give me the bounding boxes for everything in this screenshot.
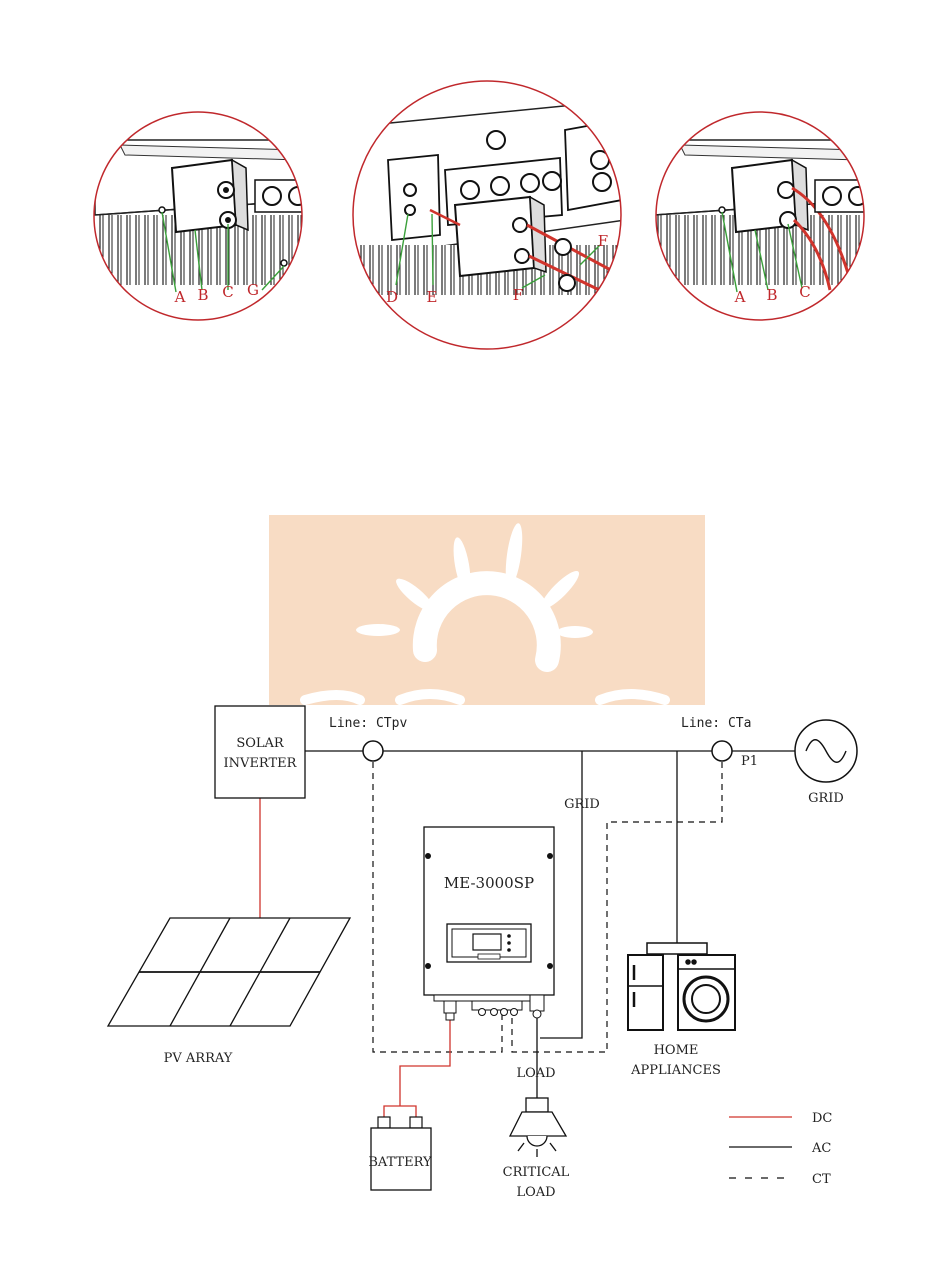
grid-label: GRID [808, 791, 844, 806]
solar-inverter-label-1: SOLAR [236, 736, 285, 751]
battery-label: BATTERY [368, 1155, 432, 1170]
battery-dc-line [400, 1020, 450, 1106]
legend-dc-label: DC [812, 1111, 832, 1126]
critical-load-label-2: LOAD [516, 1185, 555, 1200]
detail-circle-left: A B C G [90, 110, 315, 330]
critical-load-label-1: CRITICAL [503, 1165, 570, 1180]
line-cta-label: Line: CTa [681, 716, 751, 731]
legend-ac-label: AC [811, 1141, 831, 1156]
legend-ct-label: CT [812, 1172, 831, 1187]
detail-circle-middle: D E F F [345, 80, 625, 355]
battery-icon [371, 1117, 431, 1190]
callout-b-right: B [766, 286, 777, 304]
callout-f-right: F [598, 232, 608, 250]
callout-c: C [222, 283, 233, 301]
home-appliances-label-1: HOME [654, 1043, 699, 1058]
callout-c-right: C [799, 283, 810, 301]
hybrid-inverter: ME-3000SP [424, 827, 554, 1020]
solar-inverter-label-2: INVERTER [224, 756, 298, 771]
callout-a: A [174, 288, 186, 306]
detail-circle-right: A B C [650, 110, 875, 330]
ct-pv-sensor [363, 741, 383, 761]
callout-b: B [197, 286, 208, 304]
grid-line-label: GRID [564, 797, 600, 812]
pv-array-label: PV ARRAY [164, 1051, 233, 1066]
inverter-screen [473, 934, 501, 950]
callout-a-right: A [734, 288, 746, 306]
p1-label: P1 [741, 754, 758, 769]
legend: DC AC CT [729, 1111, 832, 1187]
system-diagram: SOLAR INVERTER Line: CTpv Line: CTa P1 G… [108, 706, 857, 1200]
inverter-model-label: ME-3000SP [444, 874, 534, 892]
solar-inverter-box [215, 706, 305, 798]
appliances-icon [628, 943, 735, 1030]
callout-e: E [427, 288, 438, 306]
lamp-icon [510, 1098, 566, 1157]
callout-d: D [386, 288, 398, 306]
home-appliances-label-2: APPLIANCES [630, 1063, 721, 1078]
load-label: LOAD [516, 1066, 555, 1081]
callout-f-bottom: F [513, 286, 523, 304]
sun-watermark [269, 515, 705, 705]
line-ctpv-label: Line: CTpv [329, 716, 407, 731]
ct-a-sensor [712, 741, 732, 761]
callout-g: G [247, 281, 259, 299]
pv-array-icon [108, 918, 350, 1026]
